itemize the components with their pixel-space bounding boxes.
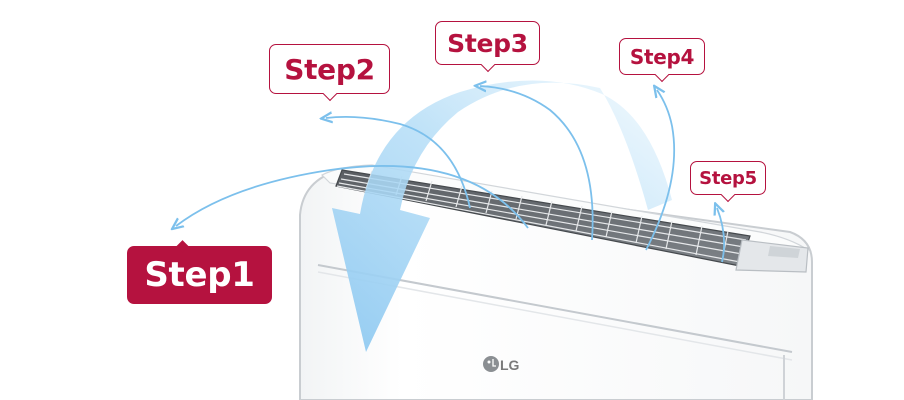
- lg-logo-icon: [483, 356, 499, 372]
- airflow-line-step2: [326, 117, 471, 209]
- airflow-line-step5: [717, 208, 726, 263]
- airflow-line-step4: [645, 90, 676, 251]
- step4-callout[interactable]: Step4: [619, 38, 705, 75]
- step5-callout[interactable]: Step5: [690, 161, 766, 195]
- airflow-lines: [176, 86, 726, 263]
- step3-callout[interactable]: Step3: [435, 21, 540, 65]
- airflow-line-step3: [480, 86, 594, 241]
- step1-callout[interactable]: Step1: [127, 246, 272, 304]
- display-panel: [735, 239, 809, 273]
- step2-callout[interactable]: Step2: [269, 44, 390, 94]
- brand-logo-text: LG: [500, 357, 520, 373]
- airflow-line-step1: [176, 165, 529, 228]
- airflow-arrow-icon: [332, 80, 672, 352]
- air-outlet-grille: [335, 169, 751, 267]
